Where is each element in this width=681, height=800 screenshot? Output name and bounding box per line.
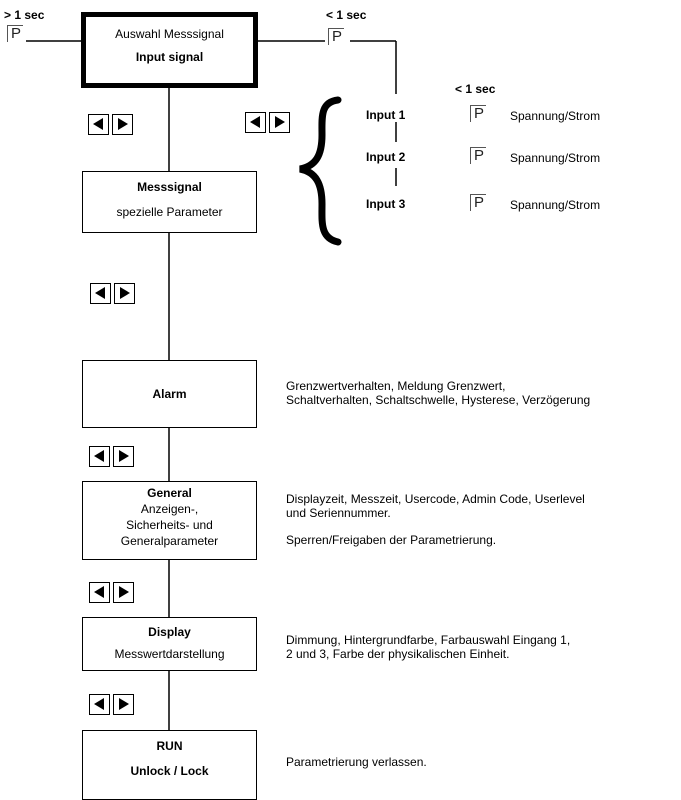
display-desc-line-1: Dimmung, Hintergrundfarbe, Farbauswahl E… [286,633,571,647]
input-signal-box[interactable]: Auswahl Messsignal Input signal [81,12,258,88]
short-press-label: < 1 sec [326,8,367,22]
display-box[interactable]: Display Messwertdarstellung [82,617,257,671]
right-arrow-icon[interactable] [114,283,135,304]
right-arrow-icon[interactable] [112,114,133,135]
general-desc-line-1: Displayzeit, Messzeit, Usercode, Admin C… [286,492,585,506]
display-subtitle: Messwertdarstellung [114,647,225,661]
left-arrow-icon[interactable] [89,694,110,715]
curly-brace-icon [299,96,342,246]
run-desc-line-1: Parametrierung verlassen. [286,755,427,769]
short-press-inputs-label: < 1 sec [455,82,496,96]
left-arrow-icon[interactable] [245,112,266,133]
p-key-icon[interactable]: P [7,25,25,42]
left-arrow-icon[interactable] [90,283,111,304]
general-line-3: Sicherheits- und [126,518,213,532]
alarm-box[interactable]: Alarm [82,360,257,428]
nav-arrows [90,283,136,305]
alarm-desc-line-2: Schaltverhalten, Schaltschwelle, Hystere… [286,393,591,407]
alarm-desc-line-1: Grenzwertverhalten, Meldung Grenzwert, [286,379,506,393]
input-signal-subtitle: Input signal [135,50,204,64]
p-key-icon[interactable]: P [470,105,488,122]
input-3-desc: Spannung/Strom [510,198,601,212]
general-box[interactable]: General Anzeigen-, Sicherheits- und Gene… [82,481,257,560]
long-press-label: > 1 sec [4,8,45,22]
run-subtitle: Unlock / Lock [130,764,209,778]
display-desc-line-2: 2 und 3, Farbe der physikalischen Einhei… [286,647,510,661]
general-title: General [147,486,192,500]
p-key-icon[interactable]: P [470,147,488,164]
general-line-2: Anzeigen-, [140,502,199,516]
input-1-label: Input 1 [366,108,406,122]
right-arrow-icon[interactable] [113,446,134,467]
left-arrow-icon[interactable] [89,446,110,467]
right-arrow-icon[interactable] [269,112,290,133]
messsignal-title: Messsignal [137,180,202,194]
input-3-label: Input 3 [366,197,406,211]
alarm-title: Alarm [152,387,187,401]
right-arrow-icon[interactable] [113,694,134,715]
messsignal-box[interactable]: Messsignal spezielle Parameter [82,171,257,233]
nav-arrows [88,114,134,136]
run-title: RUN [156,739,183,753]
input-1-desc: Spannung/Strom [510,109,601,123]
messsignal-subtitle: spezielle Parameter [116,205,223,219]
general-desc-line-2: und Seriennummer. [286,506,391,520]
nav-arrows [89,582,135,604]
left-arrow-icon[interactable] [89,582,110,603]
right-arrow-icon[interactable] [113,582,134,603]
input-2-desc: Spannung/Strom [510,151,601,165]
display-title: Display [148,625,191,639]
nav-arrows [89,694,135,716]
input-signal-title: Auswahl Messsignal [115,27,224,41]
nav-arrows [245,112,291,134]
general-desc-line-3: Sperren/Freigaben der Parametrierung. [286,533,497,547]
input-2-label: Input 2 [366,150,406,164]
nav-arrows [89,446,135,468]
left-arrow-icon[interactable] [88,114,109,135]
run-box[interactable]: RUN Unlock / Lock [82,730,257,800]
p-key-icon[interactable]: P [470,194,488,211]
p-key-icon[interactable]: P [328,28,346,45]
general-line-4: Generalparameter [120,534,219,548]
